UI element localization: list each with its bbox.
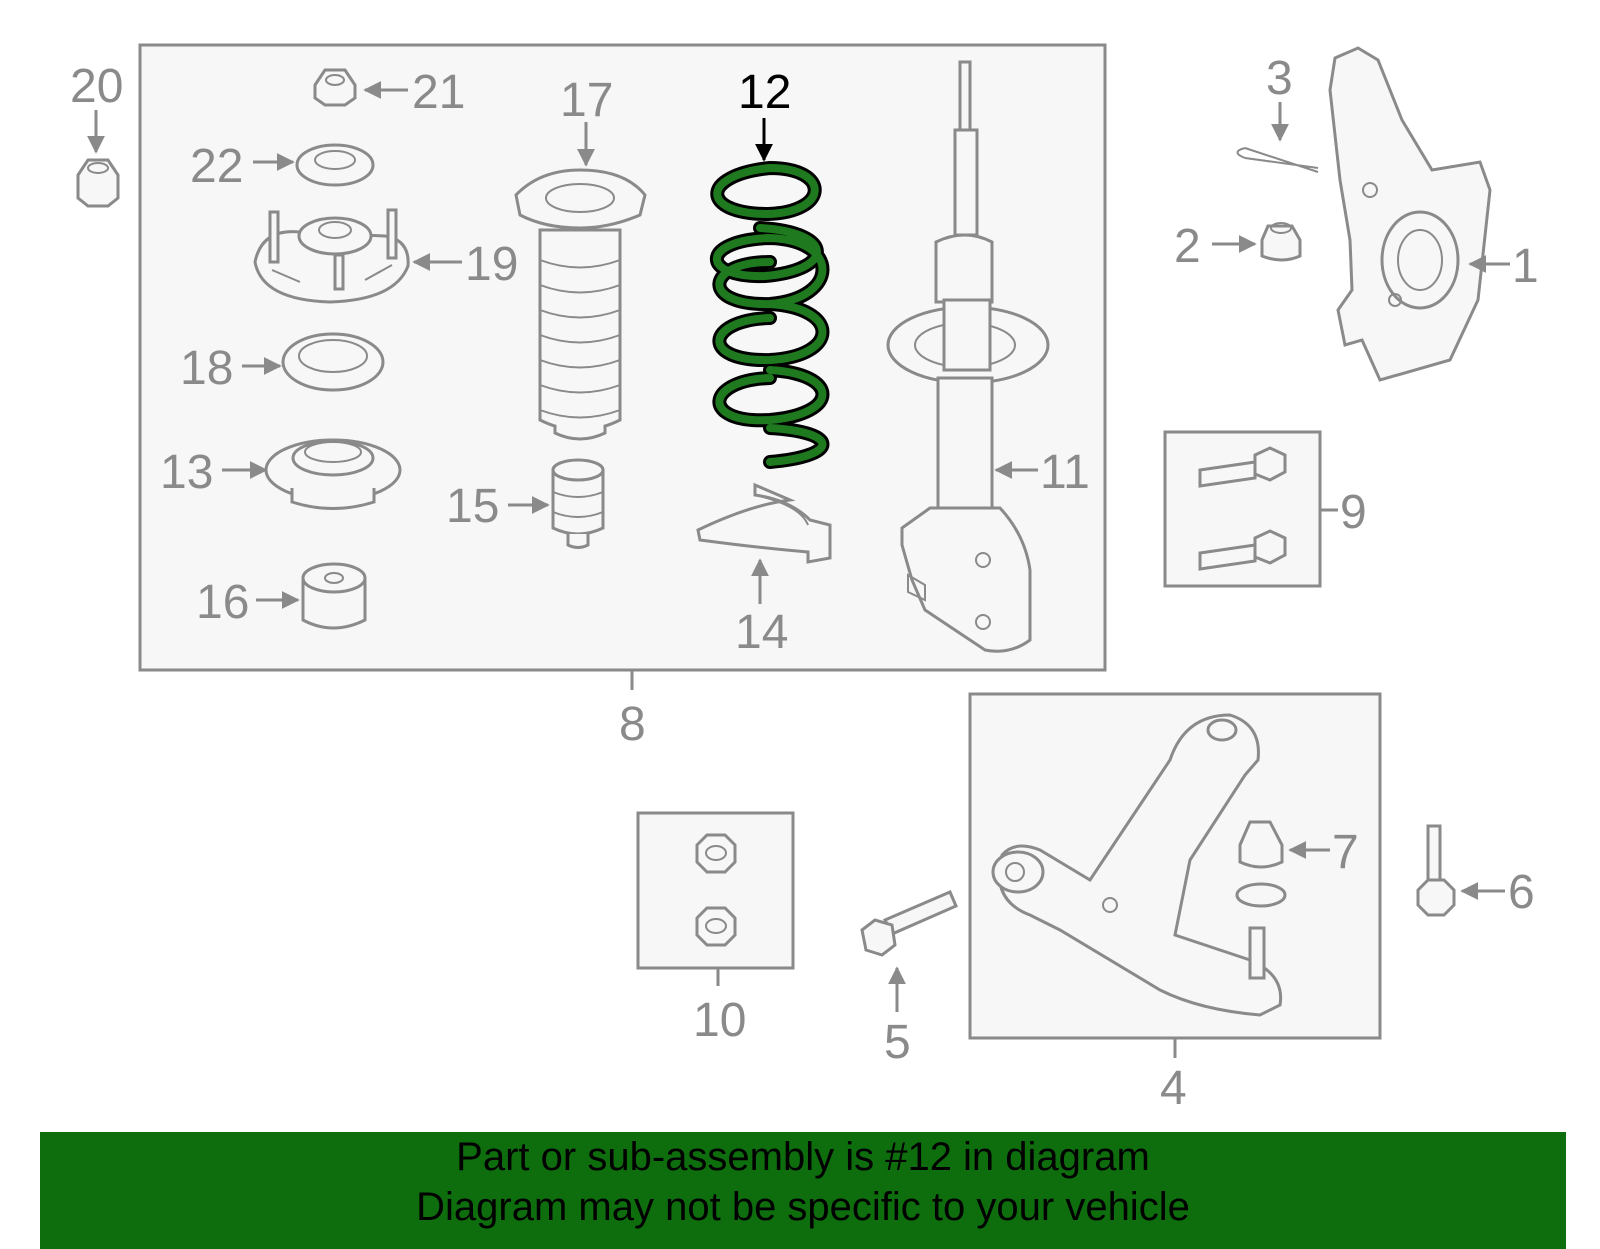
part-9-bolts[interactable] [1198,446,1287,571]
part-13-spring-seat[interactable] [222,438,402,510]
callout-19: 19 [465,238,518,291]
part-22-washer[interactable] [253,143,375,187]
callout-2: 2 [1174,220,1201,273]
callout-22: 22 [190,140,243,193]
part-3-cotter-pin[interactable] [1236,102,1319,173]
callout-20: 20 [70,60,123,113]
part-12-coil-spring[interactable] [709,118,830,469]
callout-5: 5 [884,1016,911,1069]
footer-line-2: Diagram may not be specific to your vehi… [416,1185,1190,1229]
callout-10: 10 [693,994,746,1047]
part-21-nut[interactable] [313,68,408,107]
part-16-bumper[interactable] [256,562,367,630]
callout-15: 15 [446,480,499,533]
part-20-nut[interactable] [76,110,120,208]
callout-11: 11 [1040,446,1090,499]
part-2-nut[interactable] [1212,222,1302,262]
callout-16: 16 [196,576,249,629]
part-6-bolt[interactable] [1416,824,1505,917]
part-11-strut[interactable] [886,60,1050,653]
part-4-control-arm[interactable] [991,713,1283,1017]
part-18-ring[interactable] [242,332,385,392]
footer-banner: Part or sub-assembly is #12 in diagram D… [40,1132,1566,1249]
callout-8: 8 [619,698,646,751]
footer-line-1: Part or sub-assembly is #12 in diagram [456,1135,1150,1179]
part-10-nuts[interactable] [695,833,737,947]
callout-13: 13 [160,446,213,499]
callout-7: 7 [1332,826,1359,879]
callout-3: 3 [1266,52,1293,105]
callout-14: 14 [735,606,788,659]
part-14-insulator[interactable] [696,482,832,604]
callout-1: 1 [1512,240,1539,293]
callout-21: 21 [412,66,465,119]
part-15-bump-stop[interactable] [508,458,605,549]
part-19-upper-mount[interactable] [253,208,462,304]
part-7-bushing[interactable] [1235,820,1330,908]
part-1-knuckle[interactable] [1328,46,1510,382]
callout-17: 17 [560,74,613,127]
part-17-dust-boot[interactable] [514,122,647,441]
callout-4: 4 [1160,1062,1187,1115]
callout-18: 18 [180,342,233,395]
callout-6: 6 [1508,866,1535,919]
part-5-bolt[interactable] [860,890,958,1012]
callout-12: 12 [738,66,791,119]
callout-9: 9 [1340,486,1367,539]
